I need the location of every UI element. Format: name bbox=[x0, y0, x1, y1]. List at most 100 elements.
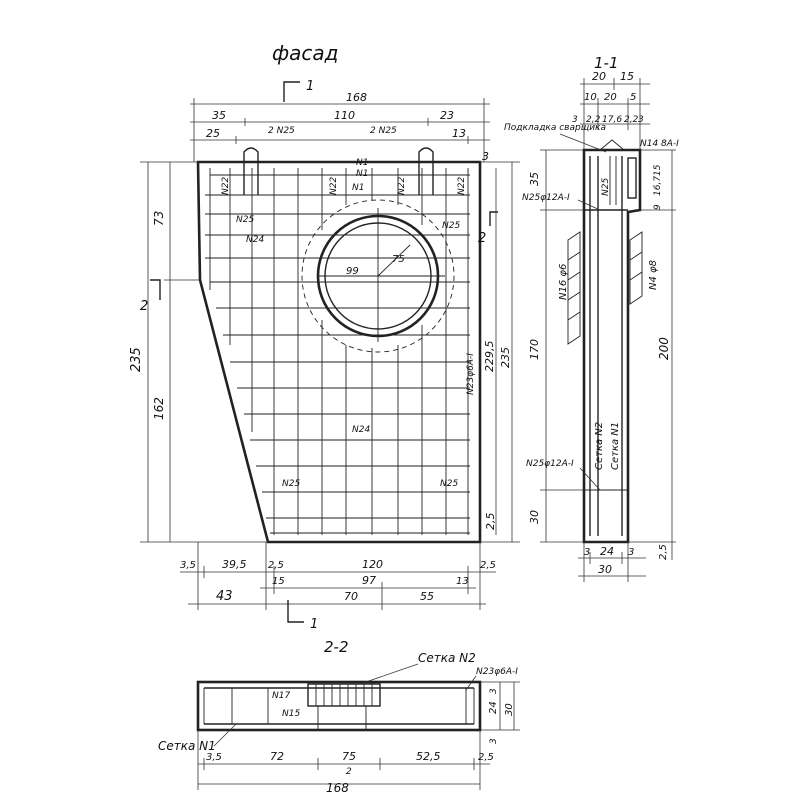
dim-bottom-55: 55 bbox=[420, 590, 434, 603]
circle-offset-label: 99 bbox=[346, 266, 359, 277]
sec11-dim-5: 5 bbox=[630, 92, 636, 103]
n1-label-c: N1 bbox=[352, 183, 364, 193]
dim-bottom-25a: 2,5 bbox=[268, 560, 284, 571]
sec11-n25-top: N25 bbox=[601, 178, 611, 196]
sec22-setka1-leader bbox=[213, 723, 237, 747]
dim-bottom-395: 39,5 bbox=[222, 558, 247, 571]
section-1-1-hatched-bars bbox=[567, 231, 643, 345]
dim-bottom-15: 15 bbox=[272, 576, 285, 587]
circular-opening bbox=[301, 199, 455, 353]
sec11-bot-24: 24 bbox=[600, 545, 614, 558]
facade-right-dimensions bbox=[480, 161, 520, 543]
sec22-n17-label: N17 bbox=[272, 691, 290, 701]
section-2-2-dimensions bbox=[197, 681, 520, 790]
circle-radius-label: 75 bbox=[392, 254, 405, 265]
dim-top-right: 23 bbox=[440, 109, 454, 122]
facade-reinforcement-mesh bbox=[205, 168, 470, 535]
n24-label-b: N24 bbox=[352, 425, 370, 435]
sec11-right-15: 15 bbox=[653, 164, 663, 176]
cut-mark-1-top bbox=[283, 81, 300, 102]
cut-mark-1-top-label: 1 bbox=[306, 79, 314, 94]
sec11-n16-label: N16 φ6 bbox=[558, 264, 569, 300]
dim-bottom-97: 97 bbox=[362, 574, 376, 587]
dim-left-upper: 73 bbox=[152, 211, 166, 226]
sec11-setka2-label: Сетка N2 bbox=[594, 422, 605, 470]
dim-right-25: 2,5 bbox=[484, 513, 497, 531]
sec11-bot-3b: 3 bbox=[628, 547, 634, 558]
dim-second-left: 25 bbox=[206, 127, 220, 140]
lifting-loop-left bbox=[243, 147, 259, 195]
sec22-setka2-label: Сетка N2 bbox=[418, 651, 476, 665]
dim-total-width: 168 bbox=[346, 91, 367, 104]
sec11-n25-12-bottom: N25φ12А-I bbox=[526, 459, 574, 469]
sec22-dim-75: 75 bbox=[342, 750, 356, 763]
n25-label-b: N25 bbox=[442, 221, 460, 231]
dim-left-lower: 162 bbox=[152, 397, 166, 420]
sec22-setka1-label: Сетка N1 bbox=[158, 739, 216, 753]
facade-top-dimensions bbox=[190, 98, 490, 162]
section-1-1-title: 1-1 bbox=[594, 54, 619, 72]
sec11-dim-176: 17,6 bbox=[602, 115, 622, 125]
sec11-bot-25: 2,5 bbox=[658, 544, 669, 560]
sec11-right-167: 16,7 bbox=[653, 176, 663, 196]
sec11-n25-leader bbox=[577, 199, 601, 211]
dim-bottom-120: 120 bbox=[362, 558, 383, 571]
sec11-dim-22: 2,2 bbox=[586, 115, 601, 125]
sec11-dim-10: 10 bbox=[584, 92, 597, 103]
sec11-dim-3b: 3 bbox=[638, 115, 644, 125]
sec22-dim-25: 2,5 bbox=[478, 752, 494, 763]
sec11-left-170: 170 bbox=[528, 339, 541, 360]
dim-left-total: 235 bbox=[129, 347, 144, 372]
sec11-dim-15: 15 bbox=[620, 70, 634, 83]
sec22-dim-168: 168 bbox=[326, 781, 349, 795]
sec11-n14-label: N14 8А-I bbox=[640, 139, 679, 149]
n25-label-d: N25 bbox=[440, 479, 458, 489]
n22-label-c: N22 bbox=[397, 177, 407, 195]
dim-top-left: 35 bbox=[212, 109, 226, 122]
sec11-n25b-leader bbox=[579, 467, 601, 491]
sec11-n4-label: N4 φ8 bbox=[648, 260, 659, 290]
cut-mark-1-bottom bbox=[287, 600, 304, 623]
dim-bottom-13: 13 bbox=[456, 576, 469, 587]
dim-bottom-25b: 2,5 bbox=[480, 560, 496, 571]
dim-top-mid: 110 bbox=[334, 109, 355, 122]
sec22-right-24: 24 bbox=[488, 701, 499, 714]
dim-right-235: 235 bbox=[499, 347, 512, 368]
dim-right-3: 3 bbox=[482, 150, 489, 163]
n22-label-d: N22 bbox=[457, 177, 467, 195]
sec22-n23-label: N23φ6А-I bbox=[476, 667, 518, 677]
dim-bottom-70: 70 bbox=[344, 590, 358, 603]
lifting-loop-right bbox=[418, 147, 434, 195]
sec11-dim-20b: 20 bbox=[604, 92, 617, 103]
loop-left-label: 2 N25 bbox=[268, 126, 295, 136]
sec11-right-200: 200 bbox=[657, 337, 671, 360]
facade-bottom-dimensions bbox=[180, 542, 496, 610]
dim-bottom-35: 3,5 bbox=[180, 560, 196, 571]
n25-label-a: N25 bbox=[236, 215, 254, 225]
sec22-right-30: 30 bbox=[504, 703, 515, 716]
sec11-weld-leader bbox=[559, 133, 607, 153]
n1-label-b: N1 bbox=[356, 169, 368, 179]
sec22-dim-2: 2 bbox=[346, 767, 352, 777]
n22-label-a: N22 bbox=[221, 177, 231, 195]
n1-label-a: N1 bbox=[356, 158, 368, 168]
sec11-left-30: 30 bbox=[528, 510, 541, 524]
facade-left-dimensions bbox=[140, 161, 268, 543]
dim-bottom-43: 43 bbox=[216, 589, 233, 604]
sec11-weld-label: Подкладка сварщика bbox=[504, 123, 606, 133]
sec22-dim-35: 3,5 bbox=[206, 752, 222, 763]
sec22-right-3b: 3 bbox=[489, 738, 499, 744]
section-1-1-bottom-dimensions bbox=[578, 542, 646, 582]
section-1-1-right-dimensions bbox=[628, 149, 676, 560]
sec22-right-3: 3 bbox=[489, 688, 499, 694]
cut-mark-1-bottom-label: 1 bbox=[310, 617, 318, 632]
sec11-bot-3a: 3 bbox=[584, 547, 590, 558]
sec22-n23-leader bbox=[465, 675, 477, 691]
sec11-dim-22b: 2,2 bbox=[624, 115, 639, 125]
dim-second-right: 13 bbox=[452, 127, 466, 140]
sec11-left-35: 35 bbox=[528, 172, 541, 186]
n24-label-a: N24 bbox=[246, 235, 264, 245]
sec22-setka2-leader bbox=[359, 663, 419, 685]
section-2-2-title: 2-2 bbox=[324, 638, 349, 656]
